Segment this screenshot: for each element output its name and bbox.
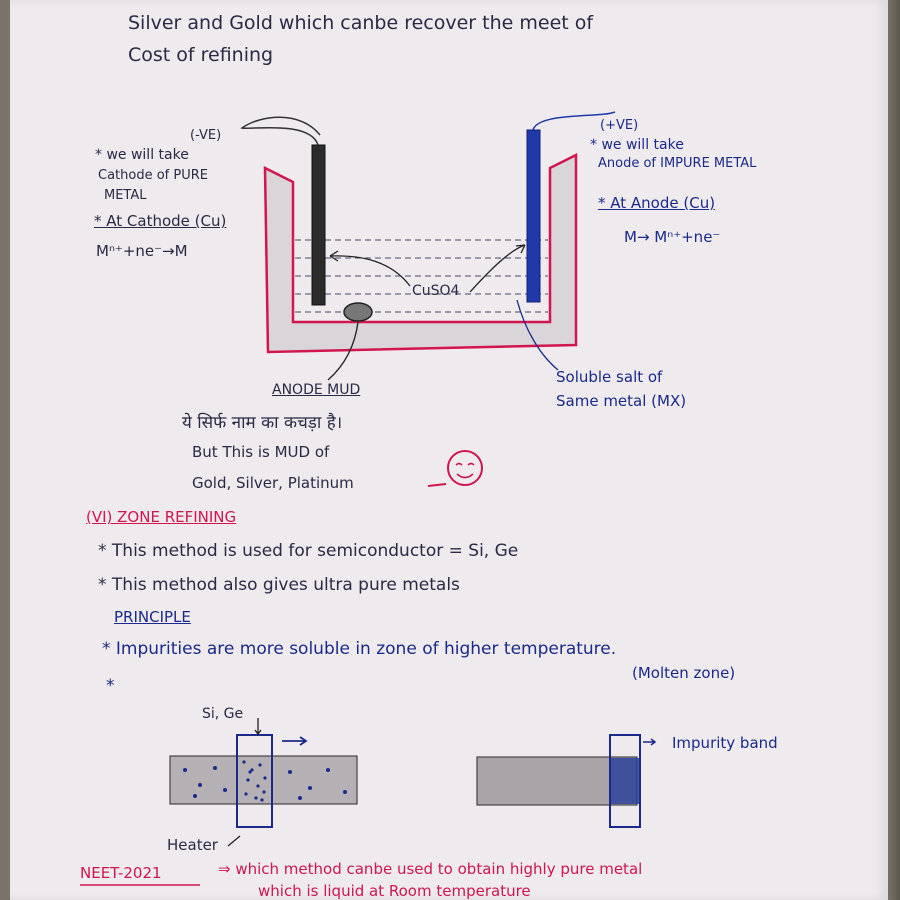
- salt-label-1: Soluble salt of: [556, 368, 663, 386]
- cathode-heading: * At Cathode (Cu): [94, 212, 227, 230]
- cathode-rod: [311, 144, 326, 306]
- anode-mud-label: ANODE MUD: [272, 382, 361, 398]
- cathode-polarity: (-VE): [190, 128, 222, 143]
- anode-rod: [526, 129, 541, 303]
- zone-point-3: * Impurities are more soluble in zone of…: [102, 639, 617, 659]
- zone-heading: (VI) ZONE REFINING: [86, 508, 237, 526]
- cathode-equation: Mⁿ⁺+ne⁻→M: [96, 242, 188, 260]
- sige-label: Si, Ge: [202, 706, 244, 722]
- anode-heading: * At Anode (Cu): [598, 194, 716, 212]
- impurity-band-zone: [609, 734, 641, 828]
- zone-point-1: * This method is used for semiconductor …: [98, 541, 519, 561]
- notebook-page: Silver and Gold which canbe recover the …: [10, 0, 888, 900]
- hindi-note: ये सिर्फ नाम का कचड़ा है।: [182, 413, 343, 433]
- heater-zone: [236, 734, 273, 828]
- anode-mud-blob: [343, 302, 373, 322]
- mud-note-2: But This is MUD of: [192, 443, 330, 461]
- tank-outline: [263, 152, 578, 354]
- anode-polarity: (+VE): [600, 118, 639, 133]
- heater-label: Heater: [167, 836, 218, 854]
- empty-bullet: *: [106, 676, 115, 696]
- smiley-face: [447, 450, 483, 486]
- cathode-note-1: * we will take: [95, 147, 189, 163]
- molten-zone-label: (Molten zone): [632, 664, 736, 682]
- top-line-1: Silver and Gold which canbe recover the …: [128, 12, 594, 34]
- anode-equation: M→ Mⁿ⁺+ne⁻: [624, 228, 721, 246]
- anode-note-1: * we will take: [590, 137, 684, 153]
- principle-heading: PRINCIPLE: [114, 608, 191, 626]
- electrolyte-label: CuSO4: [412, 283, 460, 299]
- neet-question-2: which is liquid at Room temperature: [258, 882, 531, 900]
- neet-question-1: ⇒ which method canbe used to obtain high…: [218, 860, 643, 878]
- rod-left: [169, 755, 358, 805]
- cathode-note-3: METAL: [104, 188, 147, 203]
- impurity-band-label: Impurity band: [672, 734, 778, 752]
- neet-tag: NEET-2021: [80, 864, 162, 882]
- cathode-note-2: Cathode of PURE: [98, 168, 208, 183]
- electrolysis-diagram: [80, 111, 657, 886]
- salt-label-2: Same metal (MX): [556, 392, 687, 410]
- zone-point-2: * This method also gives ultra pure meta…: [98, 575, 460, 595]
- top-line-2: Cost of refining: [128, 44, 274, 66]
- mud-note-3: Gold, Silver, Platinum: [192, 474, 354, 492]
- anode-note-2: Anode of IMPURE METAL: [598, 156, 757, 171]
